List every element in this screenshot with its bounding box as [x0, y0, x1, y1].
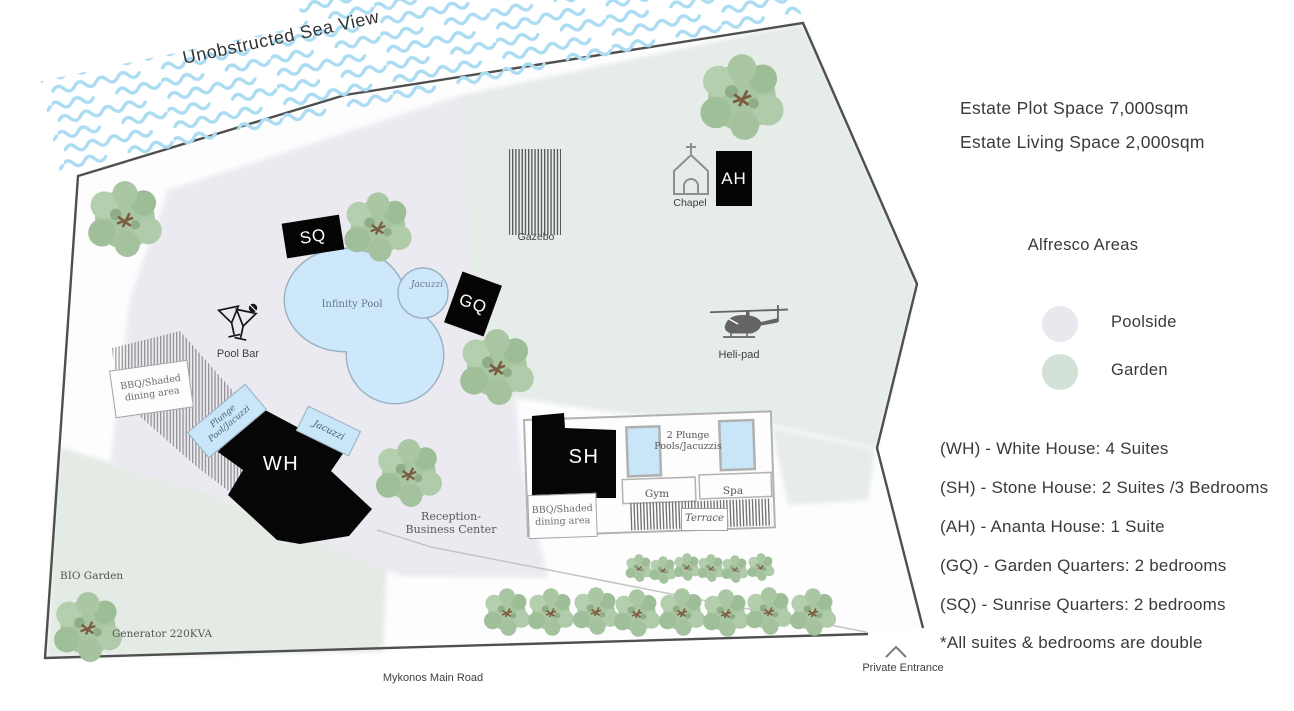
- helicopter-icon: [709, 305, 789, 338]
- heli-pad-label: Heli-pad: [718, 349, 760, 361]
- infinity-pool-shape: [283, 247, 445, 405]
- garden-area: [459, 23, 917, 448]
- plot-space-text: Estate Plot Space 7,000sqm: [960, 98, 1189, 118]
- chapel-label: Chapel: [673, 197, 707, 209]
- garden-swatch: [1042, 354, 1078, 390]
- key-footnote: *All suites & bedrooms are double: [940, 633, 1203, 652]
- poolside-legend-label: Poolside: [1111, 313, 1177, 331]
- key-ah: (AH) - Ananta House: 1 Suite: [940, 517, 1165, 536]
- living-space-text: Estate Living Space 2,000sqm: [960, 132, 1205, 152]
- jacuzzi-shape: [397, 267, 449, 319]
- ah-tag: AH: [716, 151, 752, 206]
- sh-compound: [522, 410, 776, 537]
- gq-tag-label: GQ: [456, 289, 490, 318]
- private-entrance-label: Private Entrance: [862, 662, 944, 674]
- sq-tag-label: SQ: [298, 224, 328, 248]
- road-label: Mykonos Main Road: [382, 672, 484, 684]
- garden-area-southeast: [772, 428, 875, 505]
- sh-building-shape: [532, 413, 616, 532]
- gym-label: Gym: [644, 488, 670, 500]
- two-plunge-line1: 2 Plunge: [666, 430, 710, 441]
- reception-line2: Business Center: [405, 522, 497, 536]
- bbq-east-line2: dining area: [535, 515, 591, 528]
- gazebo-stripes: [509, 149, 561, 235]
- reception-line1: Reception-: [421, 510, 481, 523]
- sea-waves: [40, 0, 802, 174]
- ah-tag-label: AH: [721, 168, 747, 188]
- terrace-label-box: Terrace: [681, 508, 728, 531]
- reception-label: Reception- Business Center: [405, 510, 497, 536]
- poolside-swatch: [1042, 306, 1078, 342]
- cocktail-icon: [216, 303, 258, 341]
- infinity-pool-label: Infinity Pool: [321, 299, 383, 310]
- plunge-pool-2: [717, 418, 757, 472]
- two-plunge-pools-label: 2 Plunge Pools/Jacuzzis: [654, 430, 722, 453]
- entrance-chevron-icon: [885, 645, 907, 658]
- wh-jacuzzi-label: Jacuzzi: [311, 417, 347, 443]
- jacuzzi-label: Jacuzzi: [410, 280, 444, 290]
- spa-box: [698, 471, 773, 500]
- terrace-label: Terrace: [685, 513, 724, 525]
- wh-building-shape: [218, 403, 372, 544]
- key-sh: (SH) - Stone House: 2 Suites /3 Bedrooms: [940, 478, 1269, 497]
- spa-label: Spa: [722, 485, 744, 497]
- pool-bar-label: Pool Bar: [216, 348, 260, 360]
- garden-area-bio: [47, 447, 388, 657]
- sh-label: SH: [568, 446, 600, 468]
- bio-garden-label: BIO Garden: [60, 570, 124, 582]
- gazebo-label: Gazebo: [517, 231, 555, 243]
- bbq-dining-east-box: BBQ/Shaded dining area: [527, 492, 598, 540]
- wh-label: WH: [262, 453, 300, 475]
- key-gq: (GQ) - Garden Quarters: 2 bedrooms: [940, 556, 1227, 575]
- key-sq: (SQ) - Sunrise Quarters: 2 bedrooms: [940, 595, 1226, 614]
- garden-legend-label: Garden: [1111, 361, 1168, 379]
- plunge-pool-1: [625, 424, 663, 478]
- chapel-icon: [673, 143, 709, 195]
- key-wh: (WH) - White House: 4 Suites: [940, 439, 1169, 458]
- generator-label: Generator 220KVA: [112, 628, 213, 640]
- alfresco-title: Alfresco Areas: [1027, 236, 1139, 254]
- two-plunge-line2: Pools/Jacuzzis: [654, 440, 722, 452]
